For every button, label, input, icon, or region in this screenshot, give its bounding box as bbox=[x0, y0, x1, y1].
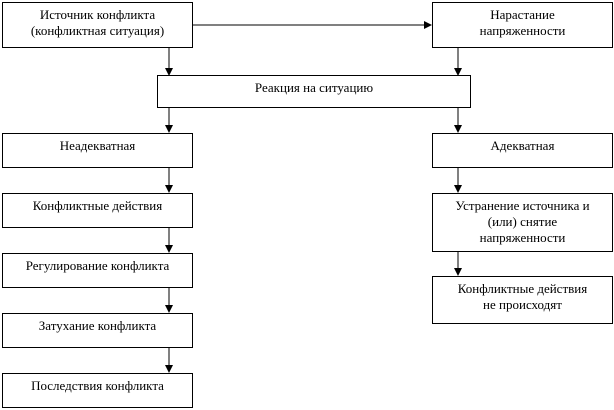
node-elimination-line-3: напряженности bbox=[479, 230, 566, 245]
node-adequate: Адекватная bbox=[432, 133, 613, 168]
node-conflict-actions: Конфликтные действия bbox=[2, 193, 193, 228]
node-reaction: Реакция на ситуацию bbox=[157, 75, 471, 108]
node-elimination: Устранение источника и (или) снятие напр… bbox=[432, 193, 613, 252]
node-no-actions-line-2: не происходят bbox=[483, 297, 562, 312]
node-source: Источник конфликта (конфликтная ситуация… bbox=[2, 2, 193, 48]
node-consequences-line-1: Последствия конфликта bbox=[31, 378, 164, 393]
node-no-actions-line-1: Конфликтные действия bbox=[457, 281, 588, 296]
node-tension-line-1: Нарастание bbox=[490, 7, 555, 22]
node-no-actions: Конфликтные действия не происходят bbox=[432, 276, 613, 324]
node-reaction-line-1: Реакция на ситуацию bbox=[254, 80, 374, 95]
node-regulation-line-1: Регулирование конфликта bbox=[25, 258, 170, 273]
node-source-line-2: (конфликтная ситуация) bbox=[30, 23, 165, 38]
node-elimination-line-2: (или) снятие bbox=[487, 214, 558, 229]
node-regulation: Регулирование конфликта bbox=[2, 253, 193, 288]
node-source-line-1: Источник конфликта bbox=[39, 7, 156, 22]
node-consequences: Последствия конфликта bbox=[2, 373, 193, 408]
node-inadequate: Неадекватная bbox=[2, 133, 193, 168]
node-tension: Нарастание напряженности bbox=[432, 2, 613, 48]
node-fading-line-1: Затухание конфликта bbox=[38, 318, 157, 333]
node-conflict-actions-line-1: Конфликтные действия bbox=[32, 198, 163, 213]
node-elimination-line-1: Устранение источника и bbox=[455, 198, 590, 213]
node-adequate-line-1: Адекватная bbox=[490, 138, 555, 153]
node-tension-line-2: напряженности bbox=[479, 23, 566, 38]
node-inadequate-line-1: Неадекватная bbox=[59, 138, 136, 153]
node-fading: Затухание конфликта bbox=[2, 313, 193, 348]
